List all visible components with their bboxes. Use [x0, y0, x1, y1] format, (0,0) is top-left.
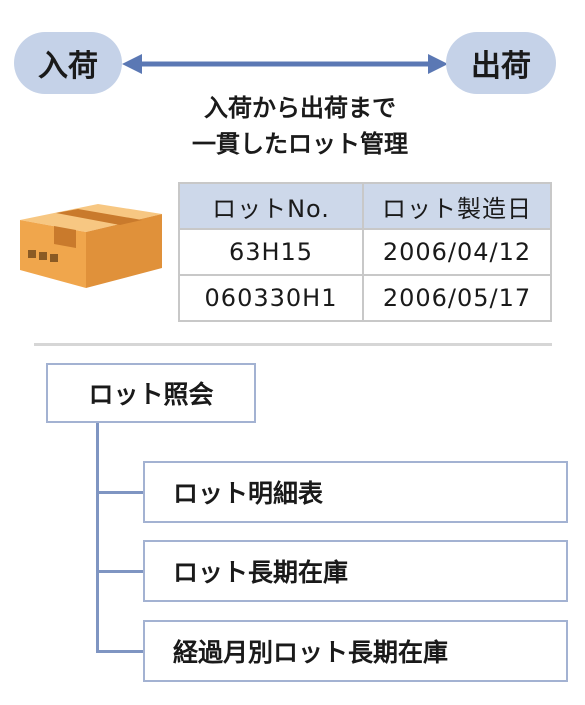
- table-row: 63H15 2006/04/12: [178, 228, 552, 276]
- bidirectional-arrow-icon: [122, 54, 448, 74]
- column-header-manufacture-date: ロット製造日: [362, 182, 552, 230]
- lot-inquiry-node[interactable]: ロット照会: [46, 363, 256, 423]
- lot-long-term-stock-node[interactable]: ロット長期在庫: [143, 540, 568, 602]
- lot-no-cell: 060330H1: [178, 274, 364, 322]
- cardboard-box-icon: [20, 204, 162, 288]
- flow-caption: 入荷から出荷まで 一貫したロット管理: [150, 90, 450, 162]
- shipping-label: 出荷: [446, 32, 556, 94]
- manufacture-date-cell: 2006/05/17: [362, 274, 552, 322]
- tree-connector-branch: [96, 570, 144, 573]
- lot-table: ロットNo. ロット製造日 63H15 2006/04/12 060330H1 …: [178, 182, 552, 322]
- caption-line-1: 入荷から出荷まで: [204, 94, 396, 122]
- manufacture-date-cell: 2006/04/12: [362, 228, 552, 276]
- caption-line-2: 一貫したロット管理: [192, 130, 408, 158]
- column-header-lot-no: ロットNo.: [178, 182, 364, 230]
- tree-connector-vertical: [96, 423, 99, 652]
- receiving-label: 入荷: [14, 32, 122, 94]
- tree-connector-branch: [96, 650, 144, 653]
- monthly-lot-long-term-stock-node[interactable]: 経過月別ロット長期在庫: [143, 620, 568, 682]
- section-divider: [34, 343, 552, 346]
- table-row: 060330H1 2006/05/17: [178, 274, 552, 322]
- tree-connector-branch: [96, 491, 144, 494]
- lot-detail-report-node[interactable]: ロット明細表: [143, 461, 568, 523]
- lot-no-cell: 63H15: [178, 228, 364, 276]
- table-header-row: ロットNo. ロット製造日: [178, 182, 552, 230]
